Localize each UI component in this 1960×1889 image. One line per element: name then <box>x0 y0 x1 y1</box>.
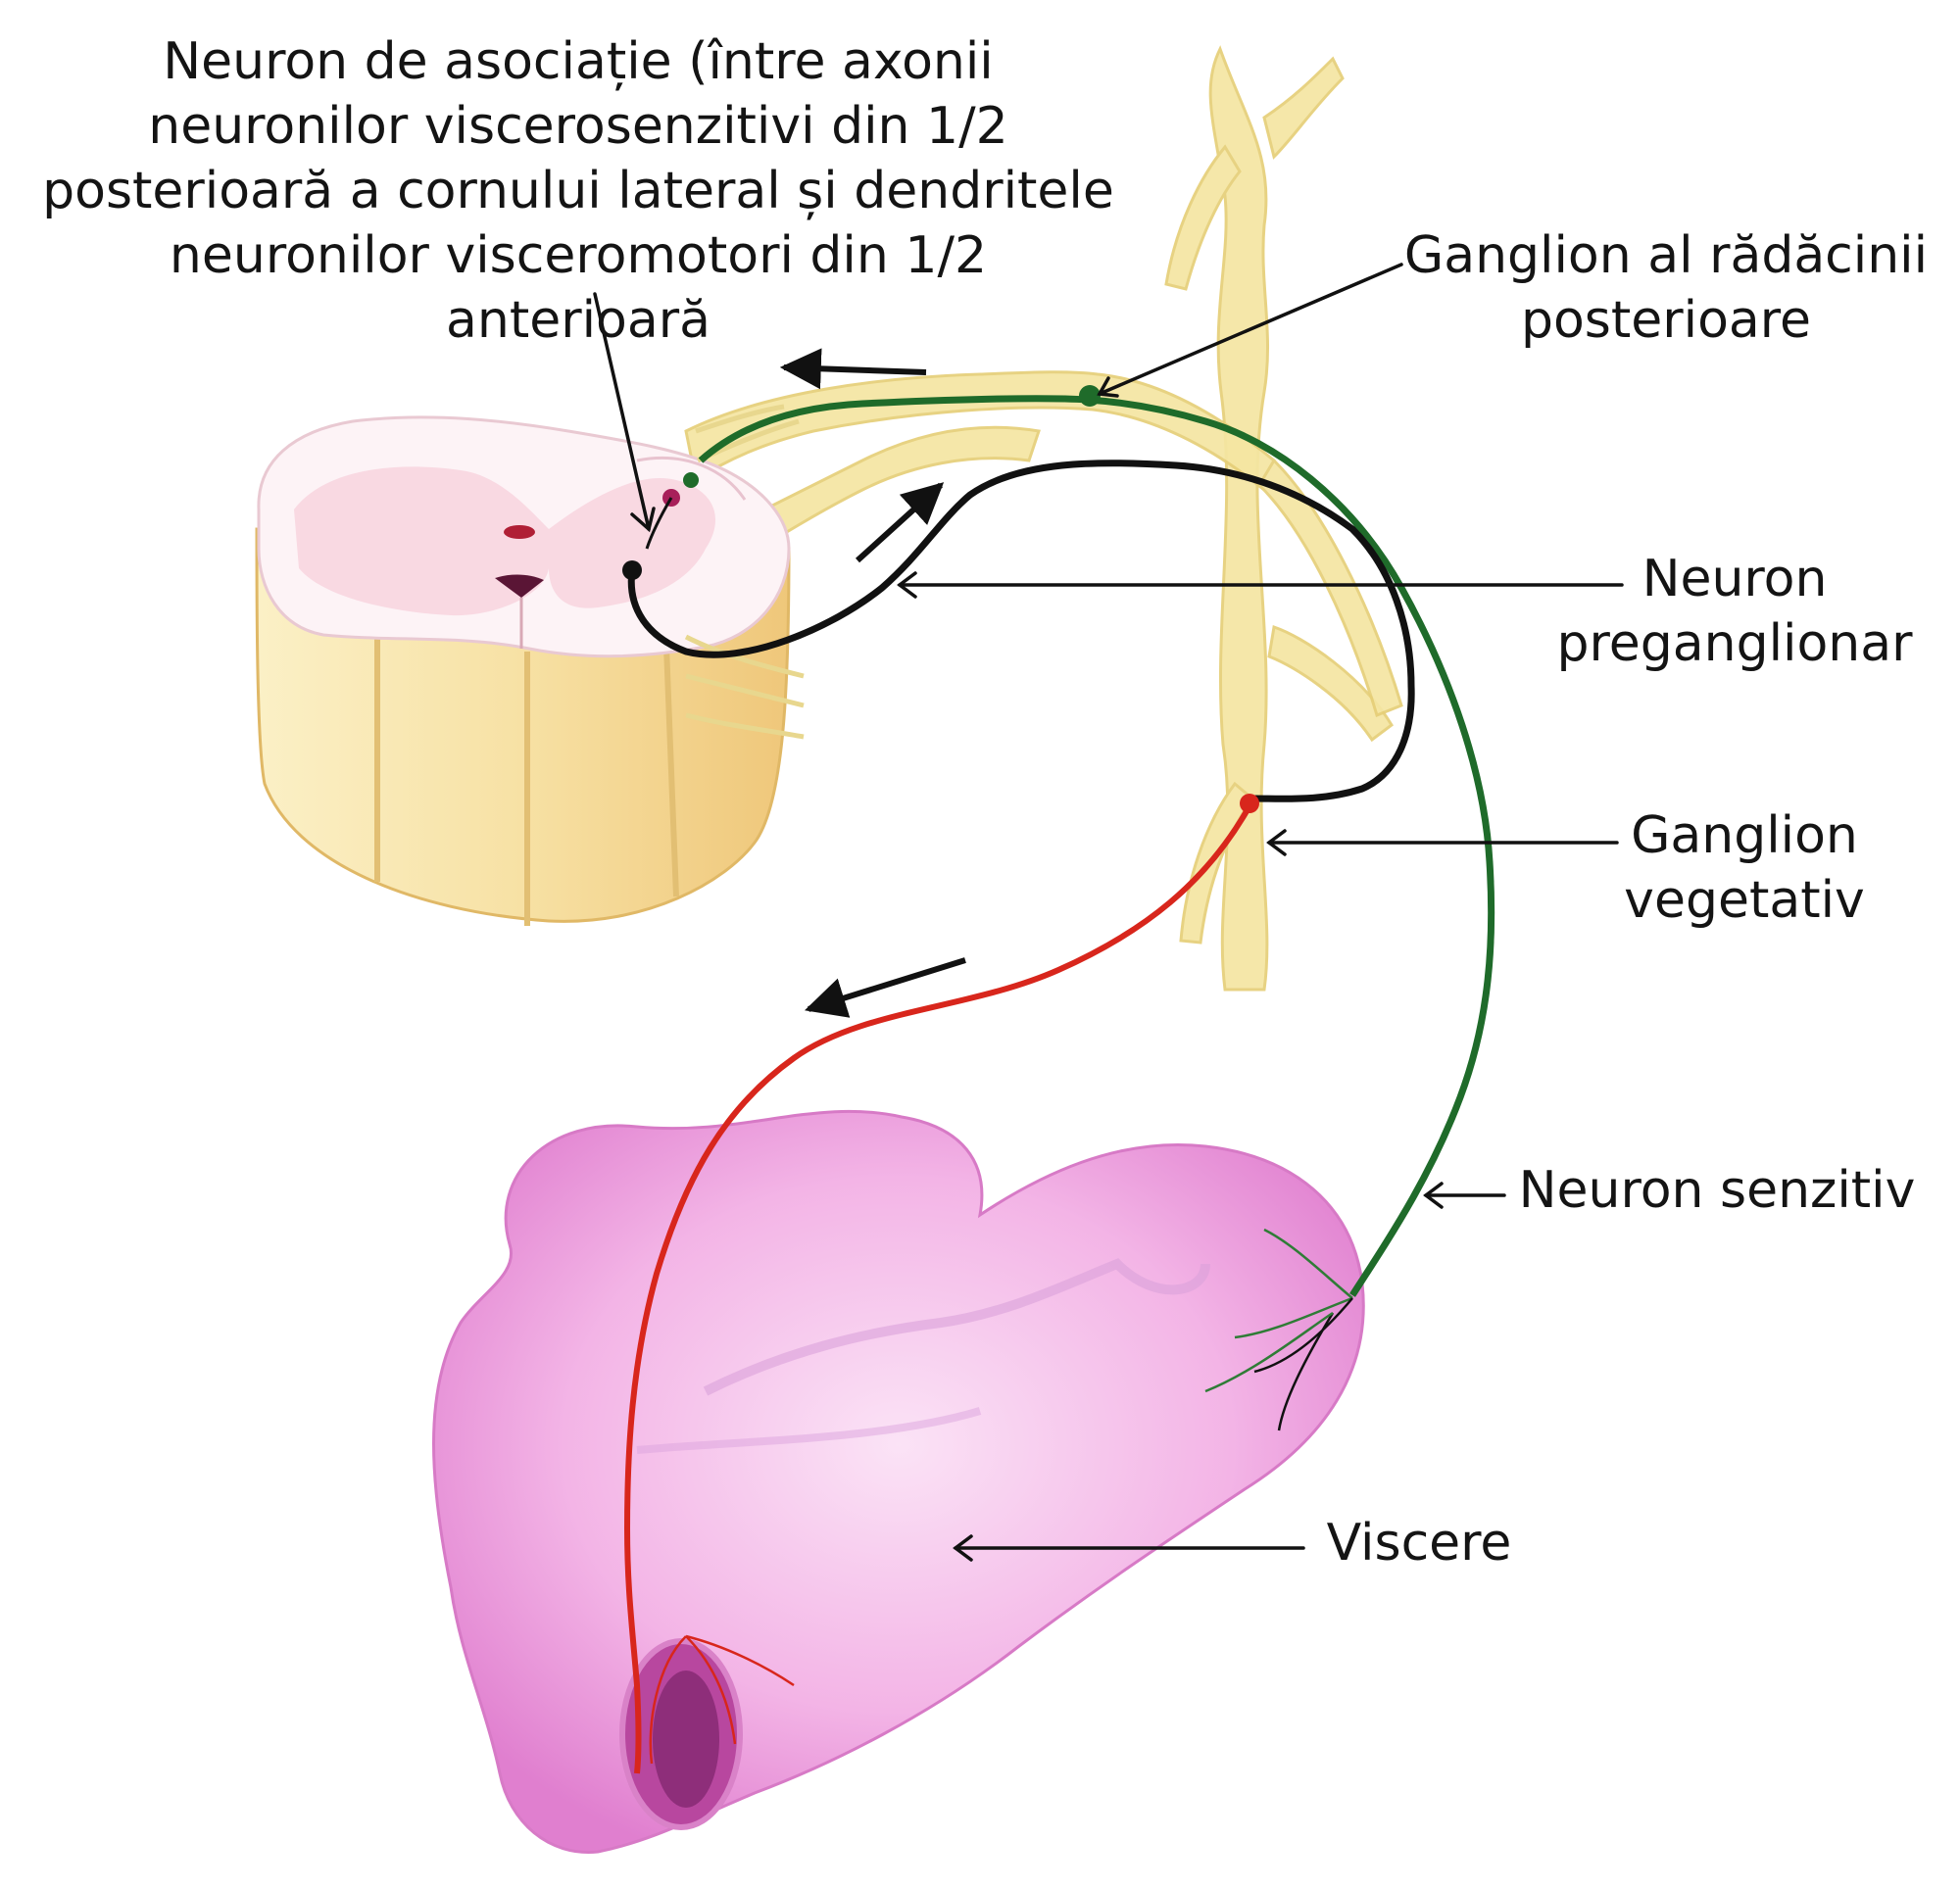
leader-root-ganglion-tip <box>1097 376 1119 398</box>
label-viscera: Viscere <box>1326 1514 1512 1573</box>
label-vegetative-ganglion: Ganglion vegetativ <box>1624 806 1865 930</box>
label-root-ganglion: Ganglion al rădăcinii posterioare <box>1403 226 1929 350</box>
label-sensory-neuron: Neuron senzitiv <box>1518 1161 1916 1220</box>
leader-viscera-tip <box>953 1534 973 1562</box>
leader-association-tip <box>630 507 656 533</box>
leader-root-ganglion <box>1098 263 1403 396</box>
preganglionic-cell-body <box>622 560 642 580</box>
arrow-postganglionic-icon <box>804 957 966 1018</box>
label-preganglionic-neuron: Neuron preganglionar <box>1556 550 1913 673</box>
leader-vegetative-tip <box>1266 829 1287 856</box>
leader-preganglionic-tip <box>897 571 917 599</box>
leader-association <box>593 292 651 531</box>
label-association-neuron: Neuron de asociație (între axonii neuron… <box>42 32 1114 350</box>
dorsal-rootlets <box>684 404 805 740</box>
visceral-nerve-branches <box>649 1228 1353 1765</box>
viscera-organ <box>432 1109 1365 1854</box>
vegetative-ganglion-cell <box>1240 794 1259 813</box>
leader-sensory-tip <box>1423 1182 1444 1209</box>
root-ganglion-cell <box>1079 385 1101 407</box>
preganglionic-neuron-fiber <box>627 460 1415 802</box>
spinal-cord-segment <box>255 415 791 926</box>
leader-lines <box>593 263 1624 1562</box>
postganglionic-neuron-fiber <box>623 809 1250 1774</box>
sensory-terminal-cell <box>683 472 699 488</box>
association-neuron-fiber <box>645 497 673 550</box>
arrow-afferent-icon <box>779 348 927 390</box>
arrow-efferent-icon <box>855 482 945 563</box>
sympathetic-trunk <box>1164 45 1394 992</box>
sensory-neuron-fiber <box>698 395 1495 1297</box>
